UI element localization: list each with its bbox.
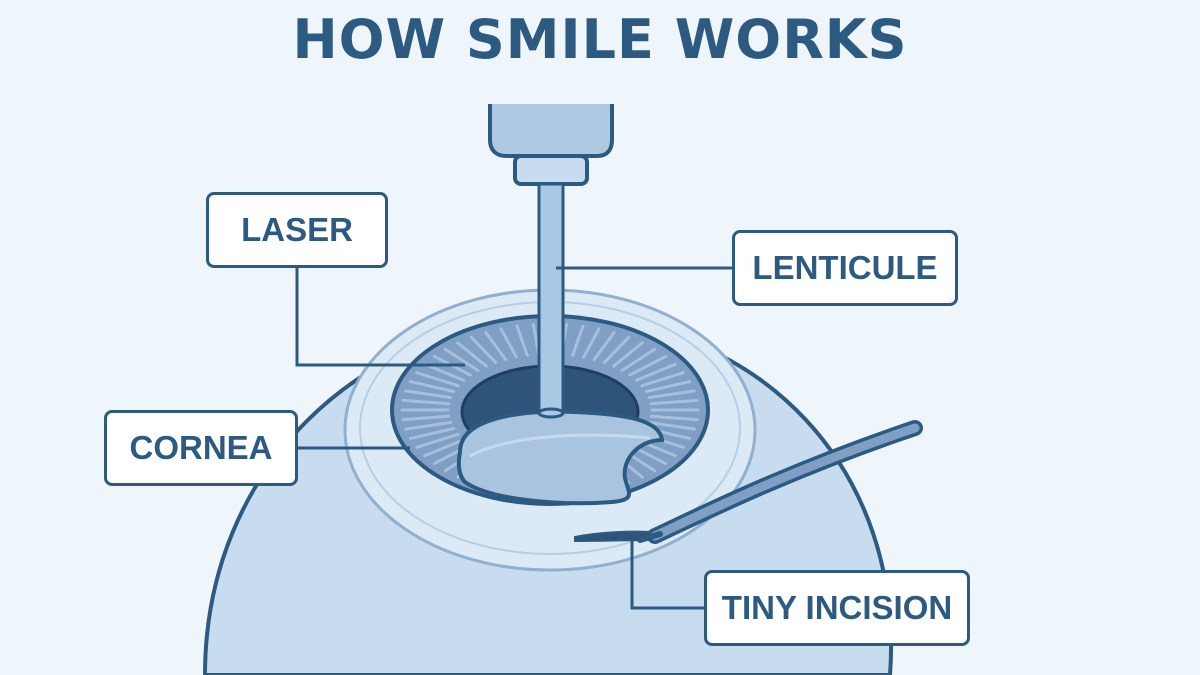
tiny-incision-label-text: TINY INCISION xyxy=(721,589,953,626)
laser-label: LASER xyxy=(206,192,388,268)
leader-lines xyxy=(295,266,732,610)
laser-beam xyxy=(537,182,565,414)
diagram-title: HOW SMILE WORKS xyxy=(292,8,908,71)
laser-device xyxy=(488,104,614,186)
laser-label-text: LASER xyxy=(241,211,353,248)
incision-leader-line xyxy=(630,540,704,610)
surgical-instrument xyxy=(637,420,923,544)
tiny-incision-label: TINY INCISION xyxy=(704,570,970,646)
laser-leader-line xyxy=(295,268,465,367)
lenticule-label: LENTICULE xyxy=(732,230,958,306)
cornea-label: CORNEA xyxy=(104,410,298,486)
cornea-label-text: CORNEA xyxy=(129,429,273,466)
lenticule-label-text: LENTICULE xyxy=(752,249,938,286)
